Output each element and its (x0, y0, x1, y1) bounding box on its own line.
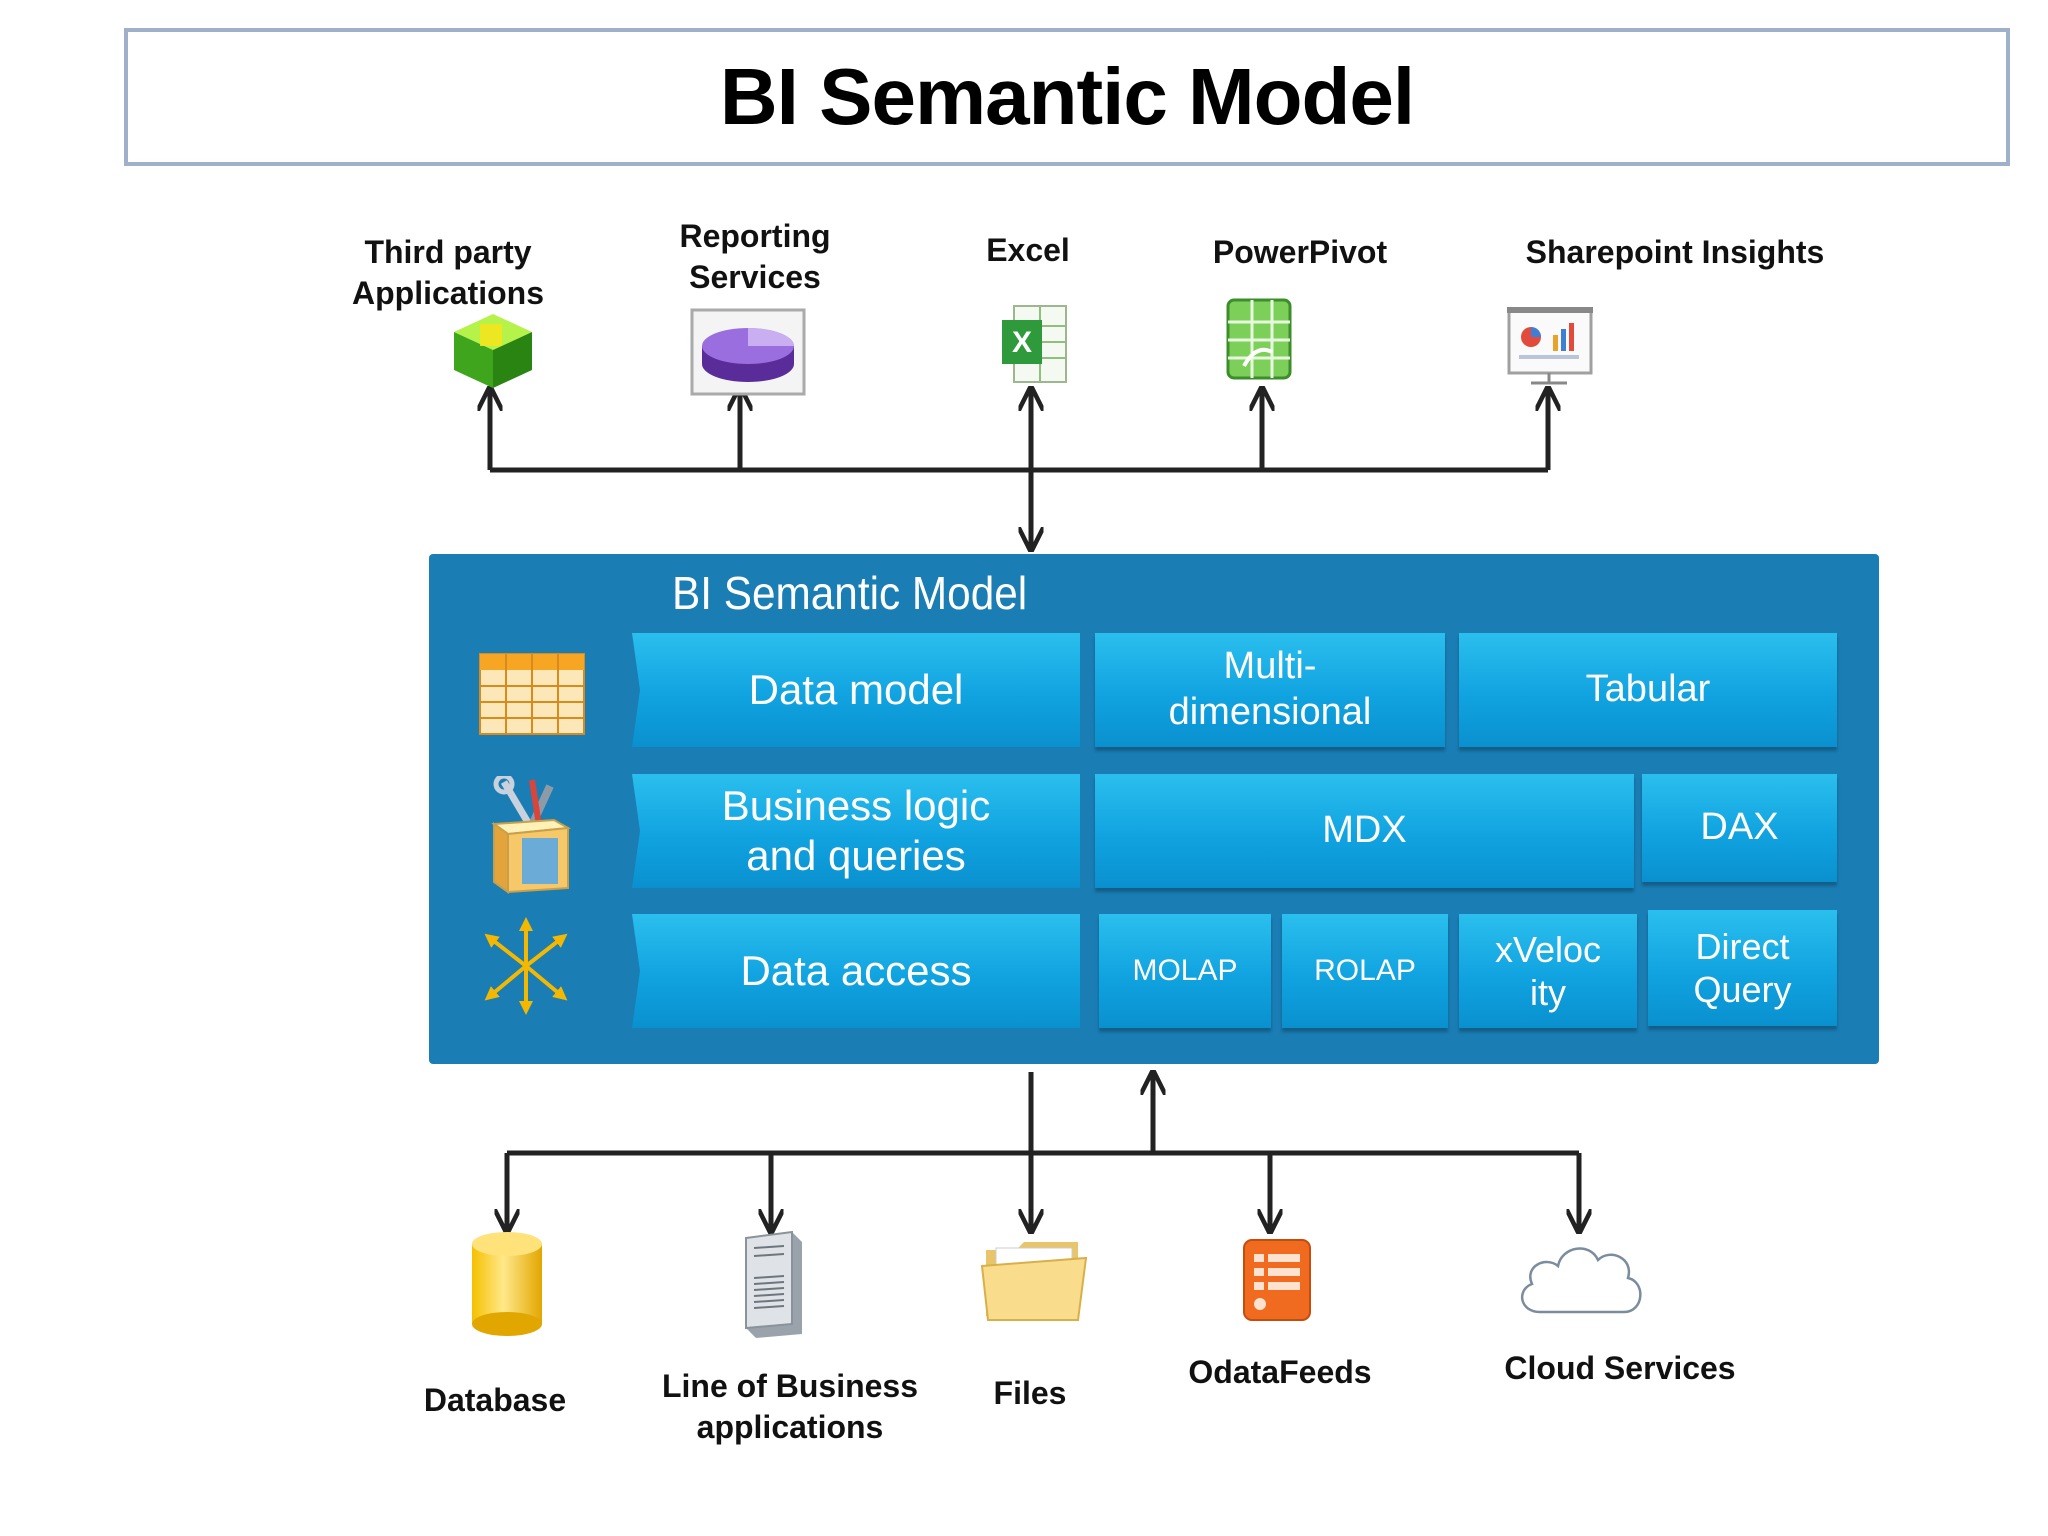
cell-xvelocity: xVeloc ity (1459, 914, 1637, 1028)
toolbox-icon (491, 776, 572, 894)
cell-molap: MOLAP (1099, 914, 1271, 1028)
cell-rolap: ROLAP (1282, 914, 1448, 1028)
title-box: BI Semantic Model (124, 28, 2010, 166)
connection-arrows-icon (484, 917, 568, 1015)
dashboard-icon (1507, 307, 1593, 385)
server-icon (745, 1230, 802, 1338)
consumer-label-powerpivot: PowerPivot (1212, 234, 1388, 270)
consumer-label-reporting: Reporting Services (679, 218, 831, 295)
consumer-label-excel: Excel (986, 232, 1070, 268)
source-label-files: Files (993, 1375, 1067, 1411)
svg-text:X: X (1012, 326, 1032, 359)
database-icon (472, 1232, 542, 1336)
cell-dax: DAX (1642, 774, 1837, 882)
odata-feed-icon (1243, 1239, 1311, 1321)
layer-data-access: Data access (632, 914, 1080, 1028)
source-label-cloud: Cloud Services (1504, 1350, 1736, 1386)
panel-title: BI Semantic Model (672, 567, 1028, 619)
cell-directquery: Direct Query (1648, 910, 1837, 1026)
source-label-database: Database (423, 1382, 567, 1418)
source-label-lob: Line of Business applications (661, 1368, 919, 1445)
cell-tabular: Tabular (1459, 633, 1837, 747)
cell-multidimensional: Multi- dimensional (1095, 633, 1445, 747)
layer-business-logic: Business logic and queries (632, 774, 1080, 888)
page-title: BI Semantic Model (719, 52, 1415, 141)
source-label-odata: OdataFeeds (1188, 1354, 1372, 1390)
layer-data-model: Data model (632, 633, 1080, 747)
pie-chart-icon (690, 308, 806, 396)
excel-icon: X (1002, 305, 1067, 383)
cell-mdx: MDX (1095, 774, 1634, 888)
cloud-icon (1520, 1247, 1642, 1314)
powerpivot-icon (1226, 298, 1292, 380)
consumer-label-third-party: Third party Applications (351, 234, 544, 311)
folder-icon (980, 1242, 1088, 1321)
cube-icon (454, 314, 532, 388)
table-grid-icon (479, 653, 585, 735)
consumer-label-sharepoint: Sharepoint Insights (1525, 234, 1825, 270)
